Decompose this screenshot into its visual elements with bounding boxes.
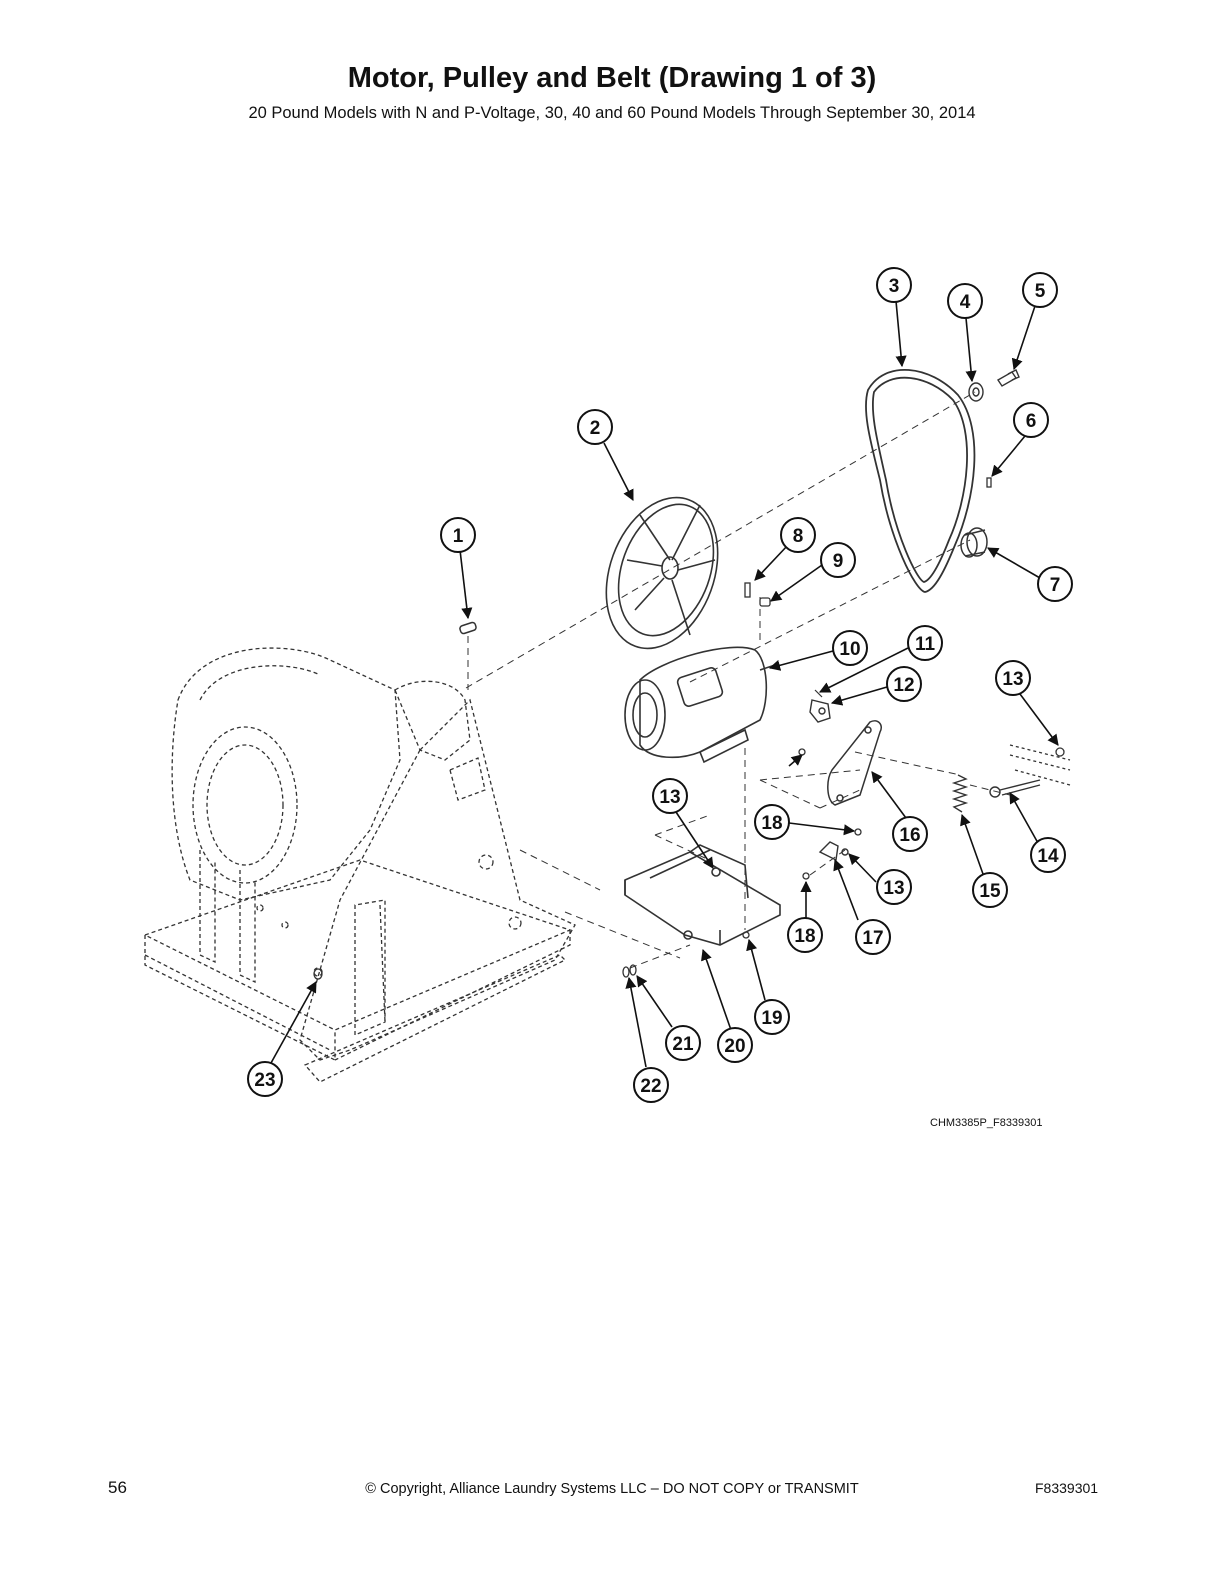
part-nut-small — [742, 931, 750, 939]
page-number: 56 — [108, 1478, 127, 1497]
part-washer — [968, 382, 984, 402]
callout-19 — [754, 999, 790, 1035]
callout-13c — [876, 869, 912, 905]
part-motor-base — [624, 844, 781, 946]
callout-label-10: 10 — [839, 639, 860, 660]
callout-15 — [972, 872, 1008, 908]
callout-label-4: 4 — [960, 292, 971, 313]
callout-label-2: 2 — [590, 418, 601, 439]
callout-12 — [886, 666, 922, 702]
callout-label-13c: 13 — [883, 878, 904, 899]
callout-label-9: 9 — [833, 551, 844, 572]
callout-18b — [787, 917, 823, 953]
callout-label-22: 22 — [640, 1076, 661, 1097]
callout-22 — [633, 1067, 669, 1103]
callout-label-1: 1 — [453, 526, 464, 547]
callout-13b — [652, 778, 688, 814]
page-title: Motor, Pulley and Belt (Drawing 1 of 3) — [347, 62, 877, 94]
callout-label-16: 16 — [899, 825, 920, 846]
machine-frame — [143, 647, 576, 1083]
document-number: F8339301 — [1035, 1480, 1099, 1496]
part-belt — [865, 368, 976, 593]
part-key — [459, 621, 477, 635]
callout-label-17: 17 — [862, 928, 883, 949]
part-setscrew — [986, 477, 992, 488]
alignment-lines — [465, 391, 1011, 969]
callout-label-13a: 13 — [1002, 669, 1023, 690]
part-eyebolt — [989, 779, 1041, 798]
part-bolt — [997, 369, 1020, 387]
part-screws — [798, 748, 862, 880]
part-plate — [827, 720, 882, 806]
callout-label-11: 11 — [915, 634, 936, 655]
callout-3 — [876, 267, 912, 303]
callout-23 — [247, 1061, 283, 1097]
callout-label-15: 15 — [979, 881, 1001, 902]
callout-label-8: 8 — [793, 526, 804, 547]
callout-label-21: 21 — [672, 1034, 694, 1055]
callout-21 — [665, 1025, 701, 1061]
callout-label-6: 6 — [1026, 411, 1037, 432]
callout-5 — [1022, 272, 1058, 308]
part-small-screw — [814, 689, 823, 698]
callout-16 — [892, 816, 928, 852]
callout-circles — [247, 267, 1073, 1103]
callout-label-19: 19 — [761, 1008, 782, 1029]
callout-8 — [780, 517, 816, 553]
part-motor — [624, 646, 776, 764]
page-subtitle: 20 Pound Models with N and P-Voltage, 30… — [248, 104, 976, 122]
part-pulley — [605, 496, 719, 650]
copyright-notice: © Copyright, Alliance Laundry Systems LL… — [365, 1481, 859, 1497]
callout-label-5: 5 — [1035, 281, 1046, 302]
callout-17 — [855, 919, 891, 955]
callout-18a — [754, 804, 790, 840]
callout-label-18b: 18 — [794, 926, 815, 947]
part-motor-key — [759, 597, 771, 607]
callout-label-23: 23 — [254, 1070, 275, 1091]
callout-14 — [1030, 837, 1066, 873]
callout-13a — [995, 660, 1031, 696]
part-bracket — [809, 699, 831, 723]
callout-label-13b: 13 — [659, 787, 680, 808]
callout-2 — [577, 409, 613, 445]
part-screw — [744, 582, 751, 598]
callout-10 — [832, 630, 868, 666]
callout-label-7: 7 — [1050, 575, 1061, 596]
drawing-code: CHM3385P_F8339301 — [930, 1117, 1043, 1129]
leader-arrows — [270, 300, 1059, 1068]
callout-6 — [1013, 402, 1049, 438]
callout-label-12: 12 — [893, 675, 914, 696]
part-spring — [951, 774, 969, 813]
callout-label-20: 20 — [724, 1036, 745, 1057]
callout-20 — [717, 1027, 753, 1063]
callout-9 — [820, 542, 856, 578]
part-motor-pulley — [960, 527, 988, 558]
part-frame-nut — [313, 968, 323, 980]
part-nut — [1009, 744, 1071, 786]
callout-11 — [907, 625, 943, 661]
callout-label-3: 3 — [889, 276, 900, 297]
callout-1 — [440, 517, 476, 553]
callout-label-14: 14 — [1037, 846, 1059, 867]
callout-4 — [947, 283, 983, 319]
callout-label-18a: 18 — [761, 813, 782, 834]
part-clip — [818, 841, 849, 862]
callout-7 — [1037, 566, 1073, 602]
